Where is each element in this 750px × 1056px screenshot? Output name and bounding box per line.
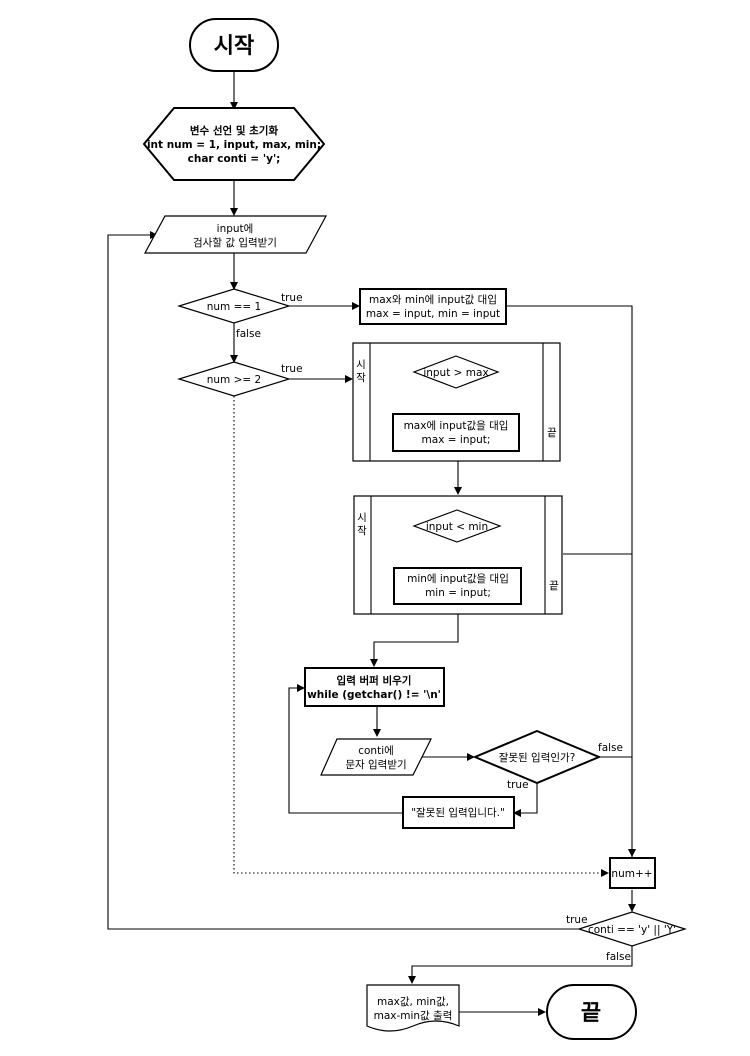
init-line-2: int num = 1, input, max, min; — [147, 139, 321, 151]
invalid-message-output: "잘못된 입력입니다." — [402, 796, 515, 829]
max-compare-decision: input > max — [412, 355, 500, 389]
increment-process: num++ — [609, 857, 656, 889]
start-terminal-label: 시작 — [214, 34, 254, 59]
read-input-line-1: input에 — [217, 223, 254, 235]
start-terminal: 시작 — [189, 18, 279, 72]
flush-buffer-process: 입력 버퍼 비우기 while (getchar() != '\n' — [304, 667, 445, 707]
min-compare-decision: input < min — [412, 509, 502, 543]
output-line-1: max값, min값, — [377, 996, 449, 1008]
min-compare-label: input < min — [426, 521, 488, 533]
init-preparation: 변수 선언 및 초기화 int num = 1, input, max, min… — [142, 107, 326, 181]
read-conti-line-2: 문자 입력받기 — [345, 758, 406, 771]
end-terminal: 끝 — [546, 984, 637, 1040]
flush-line-1: 입력 버퍼 비우기 — [337, 674, 412, 687]
check-continue-label: conti == 'y' || 'Y' — [588, 924, 676, 936]
init-line-3: char conti = 'y'; — [188, 153, 281, 165]
read-conti-node: conti에 문자 입력받기 — [320, 738, 432, 776]
check-invalid-decision: 잘못된 입력인가? — [472, 729, 602, 785]
min-loop-start-label-1: 시 — [357, 512, 367, 524]
output-line-2: max-min값 출력 — [374, 1010, 453, 1022]
check-later-label: num >= 2 — [207, 374, 262, 386]
min-loop-container: 시 작 끝 input < min min에 input값을 대입 min = … — [353, 495, 563, 615]
max-assign-line-2: max = input; — [422, 434, 491, 446]
check-first-decision: num == 1 — [176, 288, 292, 324]
max-loop-start-label-1: 시 — [356, 359, 366, 371]
check-invalid-label: 잘못된 입력인가? — [499, 751, 576, 764]
min-loop-end-label: 끝 — [549, 580, 559, 592]
check-later-decision: num >= 2 — [176, 361, 292, 397]
edge-label-invalid-true: true — [507, 779, 529, 791]
max-assign-line-1: max에 input값을 대입 — [404, 419, 509, 432]
edge-label-continue-false: false — [606, 951, 631, 963]
edge-label-later-true: true — [281, 363, 303, 375]
output-document: max값, min값, max-min값 출력 — [366, 984, 460, 1032]
max-loop-container: 시 작 끝 input > max max에 input값을 대입 max = … — [352, 342, 561, 462]
set-both-line-2: max = input, min = input — [366, 308, 500, 320]
check-continue-decision: conti == 'y' || 'Y' — [577, 911, 687, 947]
flush-line-2: while (getchar() != '\n' — [307, 689, 441, 701]
set-both-line-1: max와 min에 input값 대입 — [369, 293, 497, 306]
max-loop-end-label: 끝 — [547, 427, 557, 439]
read-input-line-2: 검사할 값 입력받기 — [193, 236, 277, 249]
max-loop-start-label-2: 작 — [356, 372, 366, 384]
read-conti-line-1: conti에 — [358, 745, 394, 757]
check-first-label: num == 1 — [207, 301, 262, 313]
init-line-1: 변수 선언 및 초기화 — [190, 124, 279, 137]
invalid-message-label: "잘못된 입력입니다." — [411, 806, 505, 819]
min-assign-line-1: min에 input값을 대입 — [407, 572, 509, 585]
set-both-process: max와 min에 input값 대입 max = input, min = i… — [359, 288, 507, 325]
max-assign-process: max에 input값을 대입 max = input; — [392, 413, 520, 452]
min-assign-process: min에 input값을 대입 min = input; — [393, 567, 522, 605]
edge-label-first-false: false — [236, 328, 261, 340]
edge-label-continue-true: true — [566, 914, 588, 926]
increment-label: num++ — [611, 868, 652, 880]
max-compare-label: input > max — [423, 367, 488, 379]
read-input-node: input에 검사할 값 입력받기 — [143, 215, 328, 254]
min-assign-line-2: min = input; — [425, 587, 491, 599]
end-terminal-label: 끝 — [581, 1001, 601, 1026]
edge-label-invalid-false: false — [598, 742, 623, 754]
edge-label-first-true: true — [281, 292, 303, 304]
min-loop-start-label-2: 작 — [357, 525, 367, 537]
